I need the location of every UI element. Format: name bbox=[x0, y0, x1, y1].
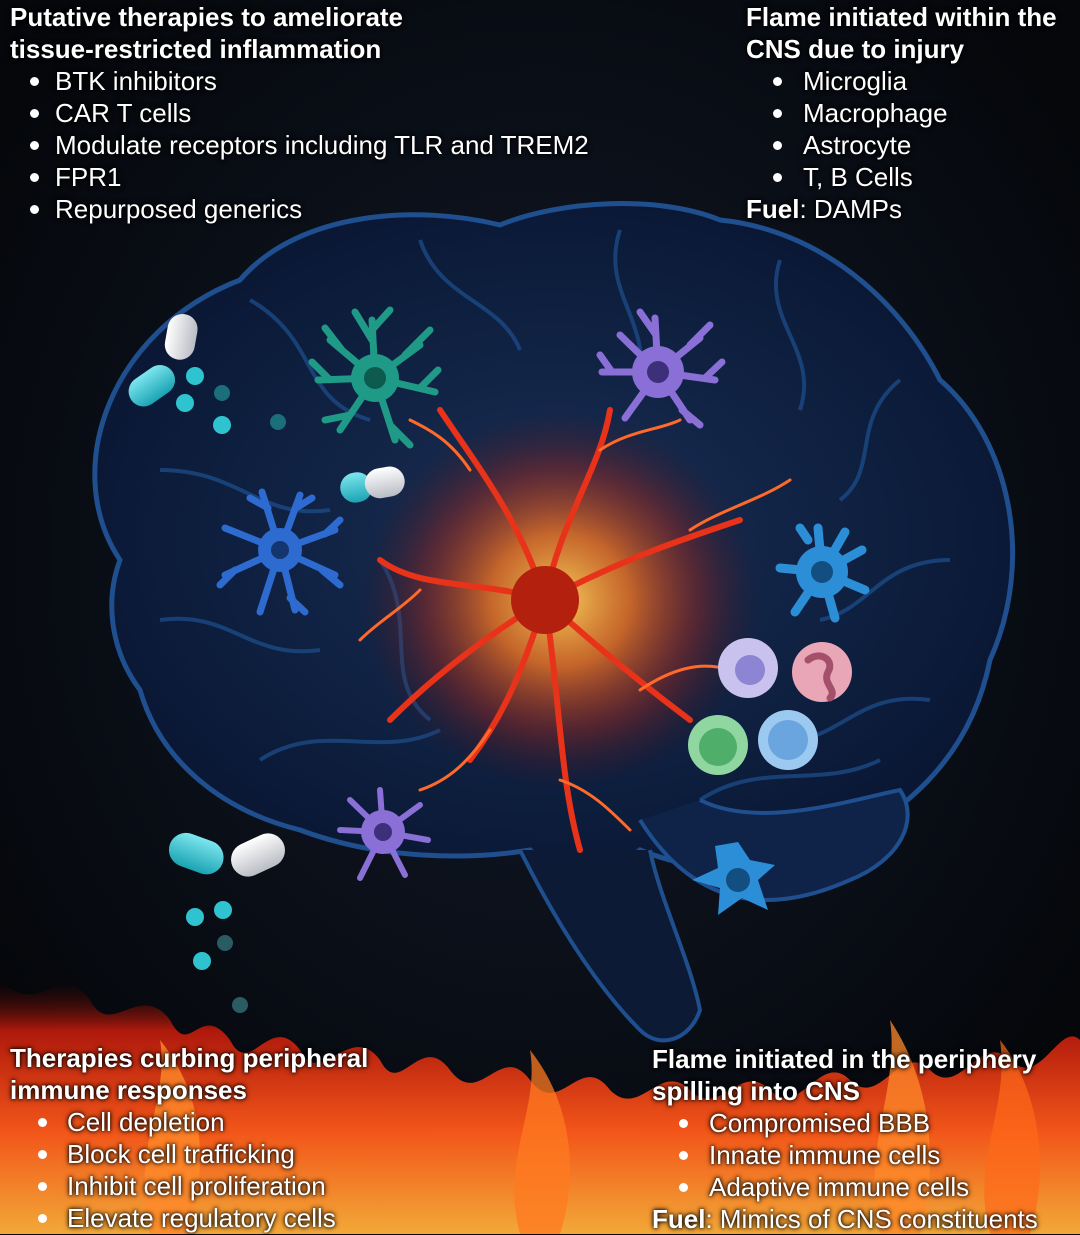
panel-title: spilling into CNS bbox=[652, 1076, 860, 1106]
granulocyte-icon bbox=[792, 642, 852, 702]
fuel-value: : DAMPs bbox=[799, 194, 903, 224]
panel-title: Putative therapies to ameliorate bbox=[10, 2, 404, 32]
panel-title: tissue-restricted inflammation bbox=[10, 34, 382, 64]
list-item: FPR1 bbox=[10, 161, 589, 193]
list-item: Modulate receptors including TLR and TRE… bbox=[10, 129, 589, 161]
fuel-label: Fuel bbox=[652, 1204, 706, 1234]
panel-title: Therapies curbing peripheral bbox=[10, 1043, 369, 1073]
list-item: Innate immune cells bbox=[652, 1139, 1038, 1171]
panel-title: CNS due to injury bbox=[746, 34, 965, 64]
lymphocyte-icon bbox=[758, 710, 818, 770]
fuel-value: : Mimics of CNS constituents bbox=[705, 1204, 1038, 1234]
panel-peripheral-therapies: Therapies curbing peripheral immune resp… bbox=[10, 1042, 368, 1234]
microglia-cell-icon bbox=[337, 787, 431, 881]
drug-capsule-icon bbox=[128, 313, 405, 503]
panel-cns-injury-flame: Flame initiated within the CNS due to in… bbox=[746, 1, 1057, 225]
panel-tissue-restricted-therapies: Putative therapies to ameliorate tissue-… bbox=[10, 1, 589, 225]
list-item: Macrophage bbox=[746, 97, 1057, 129]
panel-title: Flame initiated within the bbox=[746, 2, 1057, 32]
fuel-label: Fuel bbox=[746, 194, 800, 224]
panel-peripheral-flame: Flame initiated in the periphery spillin… bbox=[652, 1043, 1038, 1235]
monocyte-icon bbox=[718, 638, 778, 698]
astrocyte-cell-icon bbox=[692, 842, 775, 915]
list-item: Microglia bbox=[746, 65, 1057, 97]
astrocyte-cell-icon bbox=[216, 488, 344, 616]
list-item: Elevate regulatory cells bbox=[10, 1202, 368, 1234]
list-item: T, B Cells bbox=[746, 161, 1057, 193]
microglia-cell-icon bbox=[308, 306, 442, 449]
fire-icon bbox=[0, 980, 1080, 1234]
list-item: BTK inhibitors bbox=[10, 65, 589, 97]
list-item: Cell depletion bbox=[10, 1106, 368, 1138]
inflammation-flame-icon bbox=[358, 407, 792, 853]
fuel-line: Fuel: DAMPs bbox=[746, 193, 1057, 225]
lymphocyte-icon bbox=[688, 715, 748, 775]
list-item: Adaptive immune cells bbox=[652, 1171, 1038, 1203]
microglia-cell-icon bbox=[596, 308, 726, 429]
panel-title: immune responses bbox=[10, 1075, 247, 1105]
cell-list: Microglia Macrophage Astrocyte T, B Cell… bbox=[746, 65, 1057, 193]
list-item: Compromised BBB bbox=[652, 1107, 1038, 1139]
panel-title: Flame initiated in the periphery bbox=[652, 1044, 1037, 1074]
therapy-list: BTK inhibitors CAR T cells Modulate rece… bbox=[10, 65, 589, 225]
therapy-list: Cell depletion Block cell trafficking In… bbox=[10, 1106, 368, 1234]
list-item: Inhibit cell proliferation bbox=[10, 1170, 368, 1202]
drug-capsule-icon bbox=[168, 832, 285, 1013]
list-item: Astrocyte bbox=[746, 129, 1057, 161]
fuel-line: Fuel: Mimics of CNS constituents bbox=[652, 1203, 1038, 1235]
list-item: CAR T cells bbox=[10, 97, 589, 129]
list-item: Repurposed generics bbox=[10, 193, 589, 225]
list-item: Block cell trafficking bbox=[10, 1138, 368, 1170]
cell-list: Compromised BBB Innate immune cells Adap… bbox=[652, 1107, 1038, 1203]
astrocyte-cell-icon bbox=[775, 523, 870, 623]
